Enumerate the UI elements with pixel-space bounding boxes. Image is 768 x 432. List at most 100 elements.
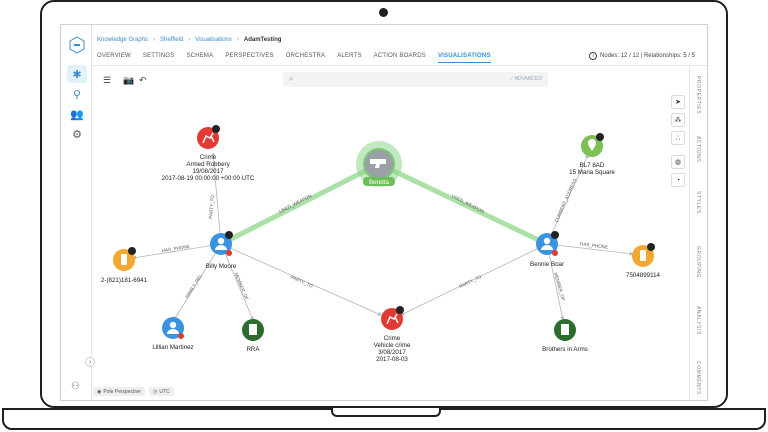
node-phone1[interactable]: 2-(821)181-6941 xyxy=(101,247,148,284)
edge-billy-weapon[interactable] xyxy=(219,161,381,247)
tab-visualisations[interactable]: VISUALISATIONS xyxy=(437,53,491,63)
search-icon: ⌕ xyxy=(289,74,294,83)
node-lillian-label: Lillian Martinez xyxy=(152,344,193,351)
advanced-search-link[interactable]: ⟋ ADVANCED xyxy=(509,76,542,82)
node-marker-icon xyxy=(596,133,604,141)
edge-label: PARTY_TO xyxy=(290,275,314,289)
camera-icon[interactable]: 📷 xyxy=(123,75,135,85)
node-crime1-line: Crime xyxy=(200,154,217,161)
node-phone2[interactable]: 7504899114 xyxy=(626,243,661,279)
node-brothers[interactable]: Brothers in Arms xyxy=(542,319,588,353)
node-crime2-line: Vehicle crime xyxy=(374,342,411,349)
node-billy-label: Billy Moore xyxy=(206,263,237,270)
node-marker-icon xyxy=(396,306,404,314)
node-phone1-label: 2-(821)181-6941 xyxy=(101,277,148,284)
node-crime2[interactable]: Crime Vehicle crime 3/08/2017 2017-08-03 xyxy=(374,306,411,363)
alert-dot-icon xyxy=(178,333,184,339)
phone-icon xyxy=(640,250,646,261)
tab-orchestra[interactable]: ORCHESTRA xyxy=(285,53,326,59)
edge-label: PARTY_TO xyxy=(459,274,483,289)
tab-overview[interactable]: OVERVIEW xyxy=(97,53,131,59)
user-icon[interactable]: ⚇ xyxy=(71,381,80,392)
node-rra[interactable]: RRA xyxy=(242,319,264,353)
edge-bennie-crime2[interactable] xyxy=(400,243,548,316)
alert-dot-icon xyxy=(552,250,558,256)
left-rail: ✱ ⚲ 👥 ⚙ › ⚇ xyxy=(61,25,95,400)
tab-perspectives[interactable]: PERSPECTIVES xyxy=(225,53,274,59)
edge-billy-lillian[interactable] xyxy=(173,243,222,321)
edge-billy-crime1[interactable] xyxy=(211,152,222,245)
node-bennie[interactable]: Bennie Boar xyxy=(530,231,564,268)
tab-schema[interactable]: SCHEMA xyxy=(186,53,214,59)
node-marker-icon xyxy=(551,231,559,239)
edge-bennie-phone2[interactable] xyxy=(546,243,634,256)
node-crime1[interactable]: Crime Armed Robbery 19/08/2017 2017-08-1… xyxy=(162,125,255,182)
panel-actions[interactable]: ACTIONS xyxy=(695,136,701,163)
panel-properties[interactable]: PROPERTIES xyxy=(695,76,701,115)
menu-icon[interactable]: ☰ xyxy=(103,75,112,85)
gun-icon xyxy=(370,159,386,168)
edge-billy-phone1[interactable] xyxy=(132,243,222,260)
breadcrumb-item[interactable]: Sheffield xyxy=(160,37,184,43)
timezone-label: UTC xyxy=(159,388,170,395)
breadcrumb: Knowledge Graphs › Sheffield › Visualisa… xyxy=(97,37,281,43)
graph-nodes-icon[interactable]: ⚲ xyxy=(72,88,82,101)
breadcrumb-item[interactable]: Knowledge Graphs xyxy=(97,37,149,43)
snowflake-icon[interactable]: ✱ xyxy=(67,65,87,83)
edge-billy-rra[interactable] xyxy=(220,243,254,321)
edge-bennie-location[interactable] xyxy=(546,154,589,245)
graph-counts: i Nodes: 12 / 12 | Relationships: 5 / 5 xyxy=(589,52,695,60)
phone-icon xyxy=(121,254,127,265)
edge-bennie-weapon[interactable] xyxy=(377,161,549,247)
building-icon xyxy=(249,324,257,335)
building-icon xyxy=(561,324,569,335)
undo-icon[interactable]: ↶ xyxy=(139,75,147,85)
crime-icon xyxy=(386,313,399,325)
users-icon[interactable]: 👥 xyxy=(70,108,84,121)
node-brothers-label: Brothers in Arms xyxy=(542,346,588,353)
timezone-badge[interactable]: ◷ UTC xyxy=(149,387,174,396)
cluster-layout-icon[interactable]: ∴ xyxy=(671,131,685,145)
tab-settings[interactable]: SETTINGS xyxy=(142,53,175,59)
edge-label: USED_WEAPON xyxy=(278,193,312,214)
robbery-icon xyxy=(202,132,215,144)
tab-bar: OVERVIEW SETTINGS SCHEMA PERSPECTIVES OR… xyxy=(97,53,491,63)
map-pin-icon xyxy=(588,139,596,151)
search-input[interactable] xyxy=(299,74,499,85)
node-crime1-line: 19/08/2017 xyxy=(193,168,225,175)
edge-billy-crime2[interactable] xyxy=(220,243,382,316)
info-icon[interactable]: i xyxy=(589,52,598,60)
node-location[interactable]: BL7 8AD 15 Maria Square xyxy=(569,133,615,176)
node-marker-icon xyxy=(128,247,136,255)
node-weapon[interactable]: Beretta xyxy=(356,141,402,187)
breadcrumb-sep: › xyxy=(236,37,239,43)
panel-grouping[interactable]: GROUPING xyxy=(695,246,701,279)
perspective-badge[interactable]: ◉ Pole Perspective xyxy=(93,387,145,396)
counts-text: Nodes: 12 / 12 | Relationships: 5 / 5 xyxy=(600,53,695,59)
tab-action-boards[interactable]: ACTION BOARDS xyxy=(373,53,426,59)
node-billy[interactable]: Billy Moore xyxy=(206,231,237,270)
panel-analysis[interactable]: ANALYSIS xyxy=(695,306,701,335)
gear-icon[interactable]: ⚙ xyxy=(72,128,82,141)
graph-canvas[interactable]: PARTY_TO USED_WEAPON USED_WEAPON CURRENT… xyxy=(61,25,691,401)
edge-label: CURRENT_ADDRESS xyxy=(554,178,578,223)
laptop-base xyxy=(2,408,766,430)
breadcrumb-item[interactable]: Visualisations xyxy=(195,37,232,43)
node-location-line: BL7 8AD xyxy=(580,162,605,169)
node-crime2-line: 2017-08-03 xyxy=(376,356,408,363)
panel-comments[interactable]: COMMENTS xyxy=(695,361,701,395)
timeline-icon[interactable]: ◔ xyxy=(671,173,685,187)
edge-label: MEMBER_OF xyxy=(233,272,249,301)
expand-rail-button[interactable]: › xyxy=(85,357,95,367)
globe-icon[interactable]: ◍ xyxy=(671,155,685,169)
hierarchy-layout-icon[interactable]: ⁂ xyxy=(671,113,685,127)
tab-alerts[interactable]: ALERTS xyxy=(337,53,362,59)
pointer-tool-icon[interactable]: ➤ xyxy=(671,95,685,109)
breadcrumb-sep: › xyxy=(153,37,156,43)
node-marker-icon xyxy=(225,231,233,239)
node-lillian[interactable]: Lillian Martinez xyxy=(152,317,194,351)
panel-styles[interactable]: STYLES xyxy=(695,191,701,214)
edge-bennie-brothers[interactable] xyxy=(546,243,565,321)
edge-label: MEMBER_OF xyxy=(553,272,566,302)
node-bennie-label: Bennie Boar xyxy=(530,261,564,268)
